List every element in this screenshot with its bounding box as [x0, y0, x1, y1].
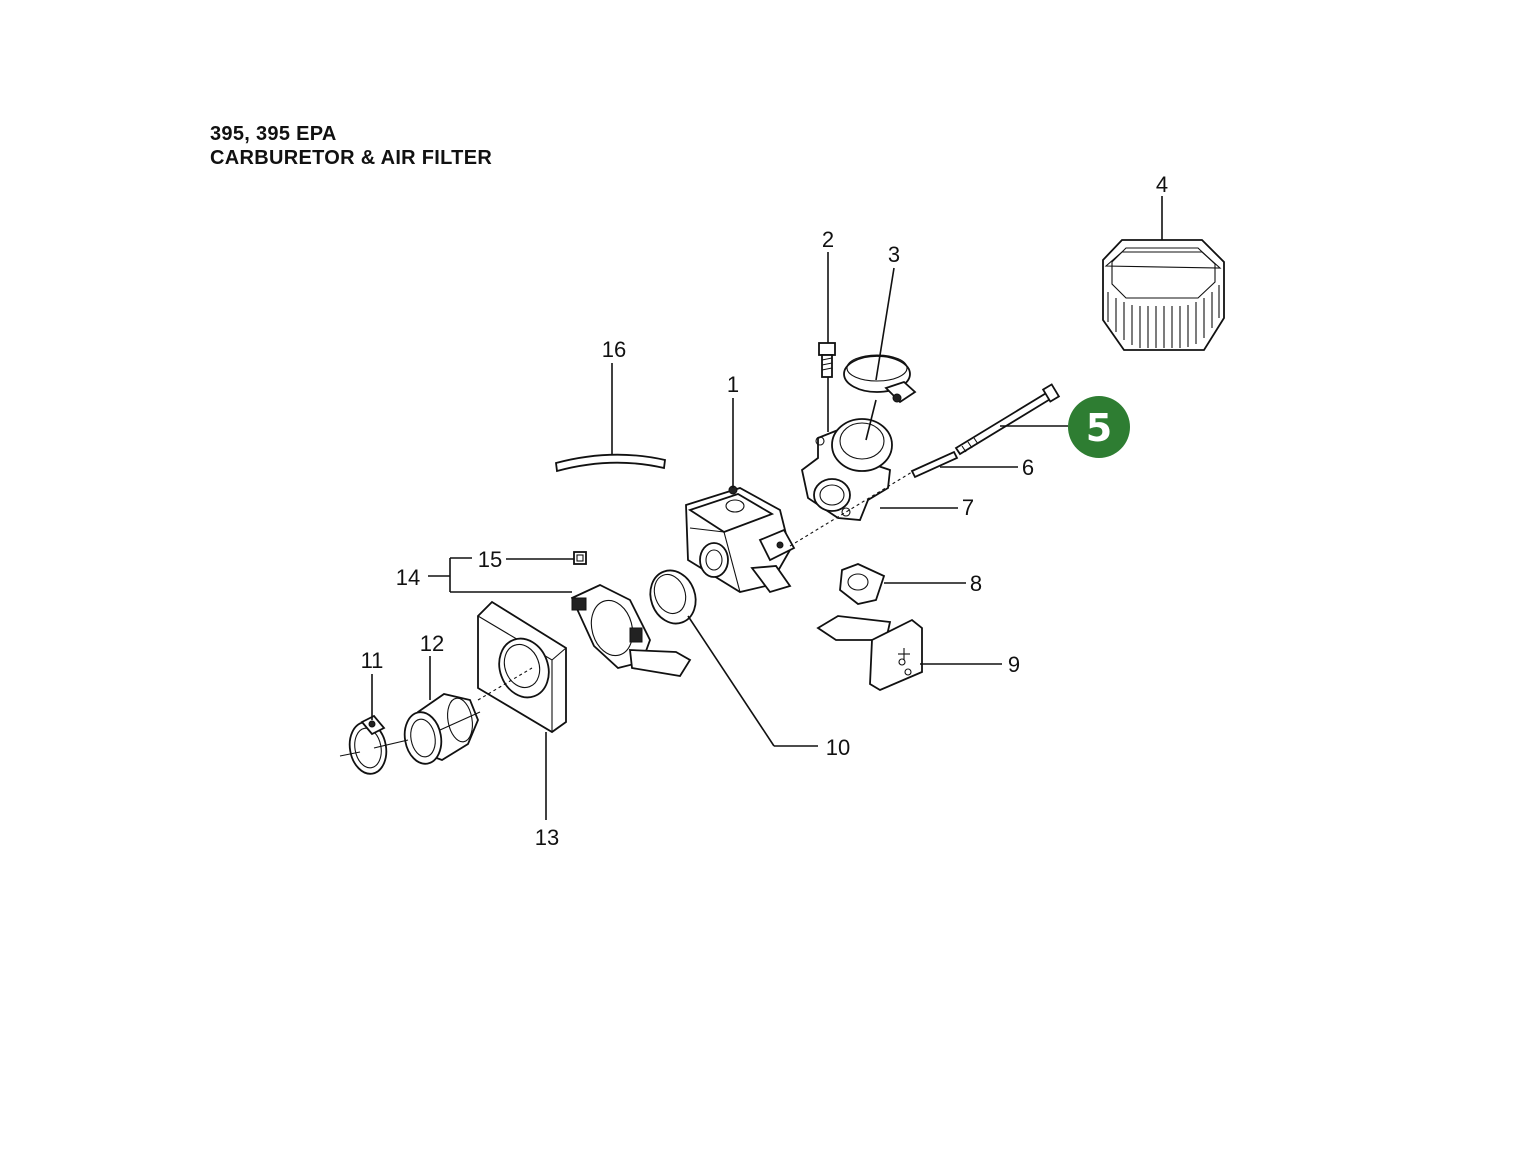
- intake-boot-part[interactable]: [401, 693, 479, 767]
- callout-9: 9: [1008, 652, 1020, 677]
- clamp-ring-part[interactable]: [843, 354, 917, 404]
- callout-8: 8: [970, 571, 982, 596]
- callout-16: 16: [602, 337, 626, 362]
- carburetor-part[interactable]: [685, 485, 796, 594]
- highlight-badge-label: 5: [1086, 406, 1112, 450]
- filter-base-plate-part[interactable]: [477, 600, 567, 734]
- seal-ring-part[interactable]: [643, 564, 703, 630]
- callout-6: 6: [1022, 455, 1034, 480]
- screw-part[interactable]: [818, 342, 836, 378]
- hose-part[interactable]: [555, 453, 666, 473]
- callout-2: 2: [822, 227, 834, 252]
- callout-13: 13: [535, 825, 559, 850]
- cap-part[interactable]: [839, 563, 886, 605]
- callout-14: 14: [396, 565, 420, 590]
- nut-part[interactable]: [573, 551, 587, 565]
- intake-adapter-part[interactable]: [800, 418, 893, 521]
- callout-12: 12: [420, 631, 444, 656]
- callout-4: 4: [1156, 172, 1168, 197]
- callout-3: 3: [888, 242, 900, 267]
- model-title: 395, 395 EPA: [210, 123, 337, 145]
- callout-11: 11: [361, 648, 384, 673]
- callout-1: 1: [727, 372, 739, 397]
- callout-15: 15: [478, 547, 502, 572]
- callout-labels: 1 2 3 4 6 7 8 9 10 11 12 13 14 15 16: [361, 172, 1169, 850]
- long-bolt-part[interactable]: [954, 383, 1061, 456]
- diagram-title: 395, 395 EPA CARBURETOR & AIR FILTER: [210, 122, 492, 170]
- pin-part[interactable]: [910, 450, 959, 479]
- callout-7: 7: [962, 495, 974, 520]
- air-filter-part[interactable]: [1102, 239, 1225, 351]
- bracket-part[interactable]: [570, 584, 692, 677]
- highlight-badge-circle: [1068, 396, 1130, 458]
- highlight-badge[interactable]: 5: [1068, 396, 1130, 458]
- hose-clamp-part[interactable]: [346, 714, 390, 777]
- leader-lines: [339, 196, 1163, 820]
- section-title: CARBURETOR & AIR FILTER: [210, 147, 493, 169]
- callout-10: 10: [826, 735, 850, 760]
- filter-holder-part[interactable]: [816, 615, 923, 692]
